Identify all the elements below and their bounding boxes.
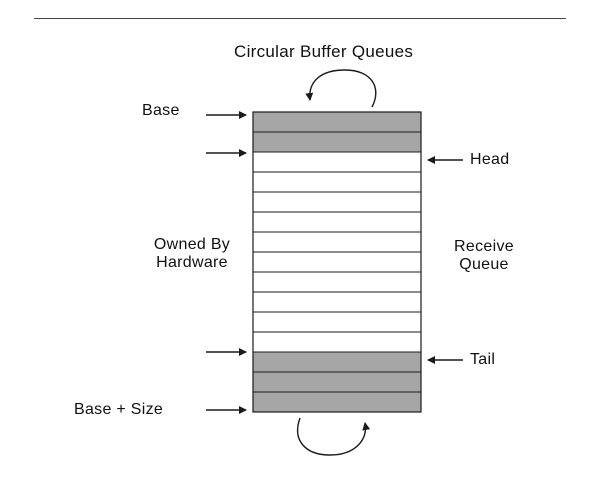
queue-slot-empty <box>252 291 422 313</box>
receive-queue-label: Receive Queue <box>436 238 532 274</box>
tail-label: Tail <box>470 351 496 368</box>
queue-slot-empty <box>252 171 422 193</box>
queue-slot-empty <box>252 251 422 273</box>
queue-slot-empty <box>252 151 422 173</box>
base-plus-size-label: Base + Size <box>74 401 164 418</box>
owned-label-line2: Hardware <box>156 254 228 271</box>
queue-slot-empty <box>252 271 422 293</box>
queue-slot-shaded <box>252 371 422 393</box>
queue-border <box>252 111 422 413</box>
queue-slot-empty <box>252 211 422 233</box>
diagram-title: Circular Buffer Queues <box>234 42 414 61</box>
queue-slot-empty <box>252 331 422 353</box>
receive-label-line1: Receive <box>454 238 514 255</box>
owned-label-line1: Owned By <box>153 236 231 253</box>
queue-slot-shaded <box>252 391 422 413</box>
queue-slot-shaded <box>252 351 422 373</box>
queue-slot-empty <box>252 311 422 333</box>
queue-slot-shaded <box>252 111 422 133</box>
receive-label-line2: Queue <box>459 256 509 273</box>
head-label: Head <box>470 151 510 168</box>
top-divider <box>34 18 566 19</box>
base-label: Base <box>142 102 180 119</box>
queue-slot-empty <box>252 191 422 213</box>
wrap-arrow-bottom <box>296 417 371 456</box>
queue-slot-shaded <box>252 131 422 153</box>
wrap-arrow-top <box>305 69 377 108</box>
owned-by-hardware-label: Owned By Hardware <box>136 236 248 272</box>
queue-slots <box>252 111 422 413</box>
queue-slot-empty <box>252 231 422 253</box>
